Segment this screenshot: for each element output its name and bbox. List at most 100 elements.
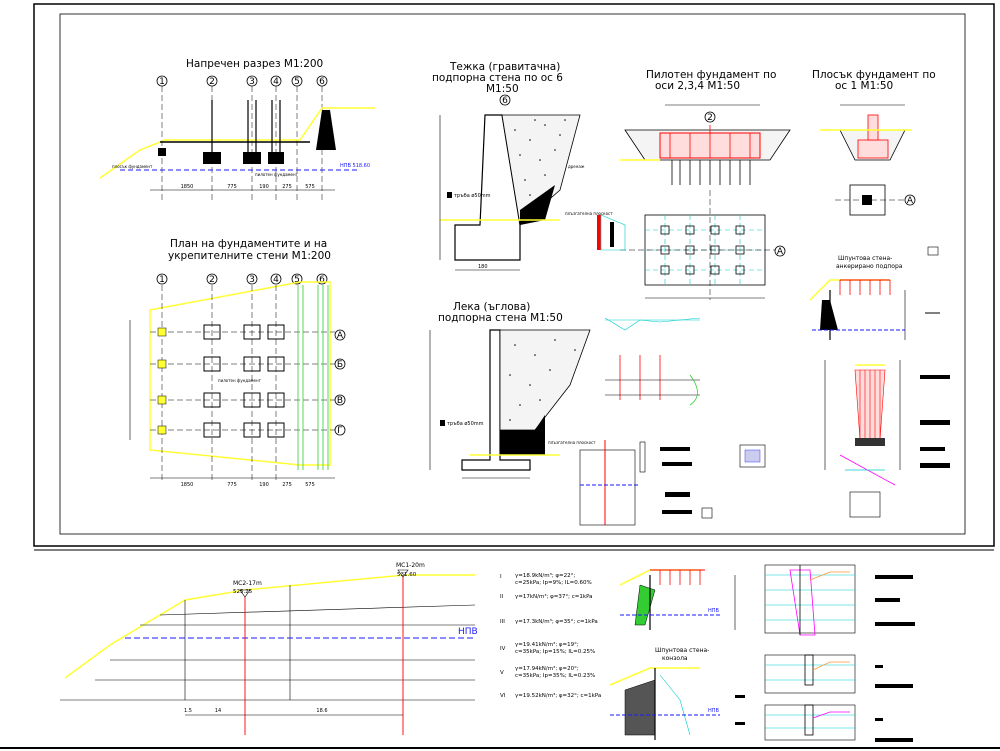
svg-text:γ=18.9kN/m³; φ=22°;: γ=18.9kN/m³; φ=22°; [515,572,575,579]
svg-text:A: A [337,331,344,341]
sheet-border [33,3,995,547]
svg-text:c=35kPa; Ip=35%; IL=0.23%: c=35kPa; Ip=35%; IL=0.23% [515,673,595,679]
shallow-foundation: A [820,104,916,216]
svg-text:4: 4 [273,77,279,87]
svg-text:плъзгателна плоскост: плъзгателна плоскост [565,211,613,216]
svg-text:НПВ 518.60: НПВ 518.60 [340,163,370,169]
svg-text:6: 6 [502,96,508,106]
svg-text:пилотен фундамент: пилотен фундамент [218,378,262,383]
svg-text:1.5: 1.5 [184,708,192,714]
svg-text:190: 190 [259,184,269,190]
svg-text:1: 1 [159,275,165,285]
pile-foundation: 2 A [597,104,791,300]
svg-text:180: 180 [478,264,488,270]
axis-markers-top [156,75,328,87]
sheet-pile-b-title-1: Шпунтова стена- [655,647,709,654]
svg-text:6: 6 [319,77,325,87]
svg-text:c=35kPa; Ip=15%; IL=0.25%: c=35kPa; Ip=15%; IL=0.25% [515,649,595,655]
svg-text:2: 2 [707,113,713,123]
svg-text:дренаж: дренаж [568,164,585,169]
svg-text:II: II [500,594,504,600]
bottom-sheet-pile-1: НПВ [619,569,736,630]
svg-text:190: 190 [259,482,269,488]
svg-text:3: 3 [249,77,255,87]
gravity-wall-title-3: М1:50 [486,83,519,95]
svg-text:c=25kPa; Ip=9%; IL=0.60%: c=25kPa; Ip=9%; IL=0.60% [515,580,592,586]
sheet-pile-anchored [809,246,940,340]
svg-text:Б: Б [337,360,343,370]
svg-text:плосък фундамент: плосък фундамент [112,164,153,169]
shallow-foundation-title-1: Плосък фундамент по [812,69,936,81]
svg-text:γ=17.94kN/m³; φ=20°;: γ=17.94kN/m³; φ=20°; [515,665,579,672]
svg-text:пилотен фундамент: пилотен фундамент [255,172,299,177]
svg-text:γ=17.3kN/m³; φ=35°; c=1kPa: γ=17.3kN/m³; φ=35°; c=1kPa [515,618,598,625]
light-wall: тръба ø50mm плъзгателна плоскост [429,329,596,479]
svg-text:тръба ø50mm: тръба ø50mm [447,421,484,427]
svg-text:2: 2 [209,77,215,87]
svg-text:275: 275 [282,184,292,190]
gravity-wall: 6 180 тръба ø50mm плъзгателна плоскост д… [439,94,613,271]
svg-text:14: 14 [215,708,221,714]
svg-text:НПВ: НПВ [708,608,720,614]
pile-foundation-title-1: Пилотен фундамент по [646,69,776,81]
svg-text:2: 2 [209,275,215,285]
svg-text:1850: 1850 [181,482,194,488]
svg-text:МС1-20m: МС1-20m [396,562,425,569]
svg-text:525.25: 525.25 [233,589,253,595]
terrain-profile [64,574,475,679]
inner-border [59,13,966,535]
svg-text:γ=19.52kN/m³; φ=32°; c=1kPa: γ=19.52kN/m³; φ=32°; c=1kPa [515,692,601,699]
sheet-pile-section [824,360,950,518]
svg-text:I: I [500,574,502,580]
svg-text:1: 1 [159,77,165,87]
svg-text:НПВ: НПВ [708,708,720,714]
terrain-line [99,107,375,179]
bottom-sheet-pile-2: НПВ [609,667,745,740]
cross-section: 1 2 3 4 5 6 НПВ 518.60 плосък фундамент пил… [99,75,375,200]
svg-text:1850: 1850 [181,184,194,190]
svg-text:4: 4 [273,275,279,285]
svg-text:575: 575 [305,184,315,190]
svg-text:5: 5 [294,275,300,285]
sheet-pile-b-title-2: конзола [662,655,688,662]
plan-title-1: План на фундаментите и на [170,238,327,250]
gravity-wall-title-2: подпорна стена по ос 6 [432,72,563,84]
svg-text:тръба ø50mm: тръба ø50mm [454,193,491,199]
soil-layers: I γ=18.9kN/m³; φ=22°; c=25kPa; Ip=9%; IL… [500,572,601,699]
svg-text:плъзгателна плоскост: плъзгателна плоскост [548,440,596,445]
axis-labels-top: 1 2 3 4 5 6 [159,77,325,87]
svg-text:В: В [337,396,343,406]
svg-text:МС2-17m: МС2-17m [233,580,262,587]
svg-text:γ=19.41kN/m³; φ=19°;: γ=19.41kN/m³; φ=19°; [515,641,579,648]
svg-text:6: 6 [319,275,325,285]
svg-text:γ=17kN/m³; φ=37°; c=1kPa: γ=17kN/m³; φ=37°; c=1kPa [515,593,593,600]
pile-foundation-title-2: оси 2,3,4 М1:50 [655,80,740,92]
svg-text:III: III [500,619,505,625]
cross-section-title: Напречен разрез М1:200 [186,58,323,70]
svg-text:3: 3 [249,275,255,285]
svg-text:Г: Г [337,426,343,436]
svg-text:575: 575 [305,482,315,488]
anchor-detail [579,440,713,526]
gravity-wall-small [316,110,336,150]
gravity-wall-title-1: Тежка (гравитачна) [449,61,560,73]
light-wall-title-2: подпорна стена М1:50 [438,312,563,324]
sheet-pile-title-2: анкерирано подпора [836,263,903,270]
geological-profile: НПВ МС1-20m 531.60 МС2-17m 525.25 1.5 14 1… [60,562,478,735]
svg-text:A: A [907,196,914,206]
light-wall-title-1: Лека (ъглова) [453,301,530,313]
svg-text:A: A [777,247,784,257]
force-diagrams-mid [604,317,766,468]
svg-text:275: 275 [282,482,292,488]
npv-label: НПВ [458,627,478,637]
shallow-foundation-title-2: ос 1 М1:50 [835,80,893,92]
svg-text:5: 5 [294,77,300,87]
bottom-right-diagrams [764,564,915,742]
plan-title-2: укрепителните стени М1:200 [168,250,331,262]
svg-text:531.60: 531.60 [397,572,417,578]
svg-text:V: V [500,670,504,676]
svg-text:18.6: 18.6 [316,708,327,714]
sheet-pile-title-1: Шпунтова стена- [838,255,892,262]
